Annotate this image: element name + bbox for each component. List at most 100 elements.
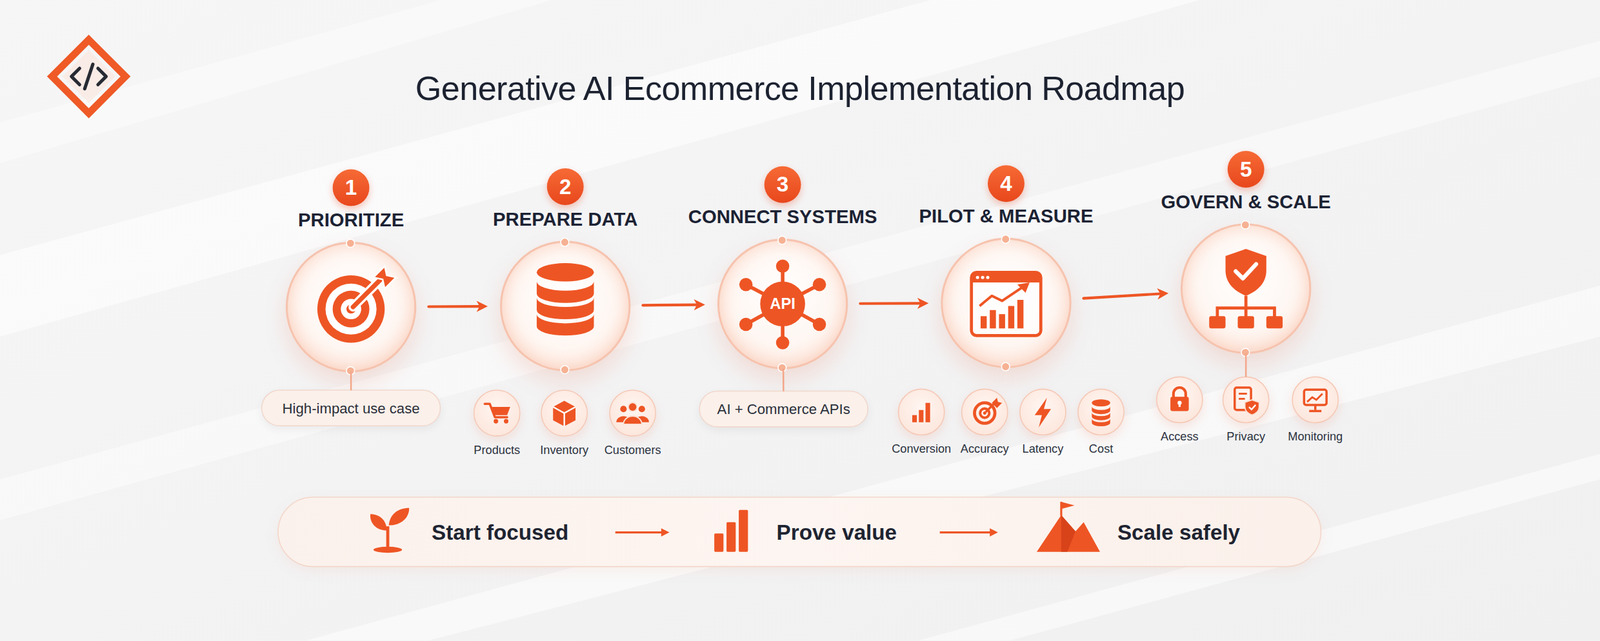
lightning-icon: [1034, 398, 1051, 428]
padlock-icon: [1178, 403, 1181, 408]
sprout-icon: [370, 508, 410, 554]
bars-icon: [912, 403, 931, 423]
database-icon: [536, 298, 595, 320]
bars-icon: [918, 410, 924, 423]
privacy-icon: [1245, 400, 1260, 416]
api-badge: API: [760, 281, 806, 328]
anchor-dot: [560, 238, 570, 248]
dashboard-icon: [998, 314, 1005, 329]
step-heading: PILOT & MEASURE: [919, 203, 1094, 229]
brand-logo: [61, 50, 115, 104]
cost-icon: [1091, 399, 1110, 407]
icon-label: Customers: [604, 441, 662, 459]
cost-icon: [1091, 412, 1110, 421]
monitor-icon: [1314, 405, 1317, 411]
flow-arrow: [860, 298, 929, 310]
icon-label: Inventory: [540, 441, 589, 459]
privacy-icon: [1238, 392, 1248, 395]
step-heading: PREPARE DATA: [492, 207, 638, 232]
api-hub-icon: [739, 278, 753, 292]
governance-icon: [1266, 316, 1283, 329]
anchor-dot: [777, 363, 787, 373]
anchor-dot: [345, 238, 355, 248]
dashboard-icon: [989, 310, 996, 329]
leader-stroke: [782, 369, 785, 391]
detail-icon-circle: Privacy: [1222, 376, 1270, 424]
governance-icon: [1217, 308, 1275, 318]
target-icon: [373, 266, 397, 290]
cube-icon: [552, 401, 576, 428]
padlock-icon: [1173, 387, 1186, 399]
step-circle: 2PREPARE DATA: [500, 240, 631, 371]
dashboard-icon: [1017, 300, 1024, 329]
cube-icon: [563, 413, 565, 428]
database-icon: [536, 314, 595, 336]
cost-icon: [1091, 418, 1110, 427]
arrow-head: [476, 300, 488, 312]
people-icon: [623, 416, 642, 425]
monitor-icon: [1307, 394, 1323, 403]
icon-label: Conversion: [891, 440, 951, 457]
mountain-icon: [1061, 501, 1075, 510]
padlock-icon: [1170, 396, 1189, 411]
api-hub-icon: [739, 318, 753, 332]
governance-icon: [1225, 249, 1267, 297]
cart-icon: [493, 419, 499, 424]
api-hub-icon: [776, 260, 790, 274]
band-arrow: [661, 528, 670, 537]
governance-icon: [1238, 316, 1255, 329]
dashboard-icon: [985, 276, 990, 280]
monitor-icon: [1309, 410, 1322, 413]
brand-logo: [84, 64, 93, 90]
target-icon: [352, 279, 381, 308]
flow-arrow: [1083, 288, 1169, 300]
detail-icon-circle: Customers: [609, 389, 657, 437]
dashboard-icon: [971, 272, 1042, 336]
arrow-head: [1156, 288, 1169, 300]
detail-pill: AI + Commerce APIs: [698, 390, 869, 428]
step-number: 1: [332, 169, 370, 207]
api-hub-icon: [776, 336, 790, 350]
brand-logo: [98, 68, 107, 85]
api-hub-icon: [812, 318, 827, 332]
cart-icon: [484, 403, 511, 424]
icon-label: Latency: [1022, 440, 1064, 457]
step-number: 4: [987, 165, 1025, 202]
dashboard-icon: [976, 276, 980, 280]
band-text: Start focused: [431, 498, 569, 567]
sprout-icon: [389, 508, 410, 526]
database-icon: [536, 263, 595, 336]
arrow-shaft: [642, 303, 697, 308]
dashboard-icon: [971, 272, 1042, 336]
people-icon: [628, 402, 638, 412]
target-icon: [317, 266, 397, 344]
accuracy-icon: [974, 403, 995, 424]
leader-stroke: [1245, 354, 1248, 377]
anchor-dot: [560, 365, 570, 375]
leader-line: [782, 369, 784, 391]
database-icon: [536, 281, 595, 304]
band-arrow: [989, 528, 999, 537]
api-hub-icon: [812, 278, 827, 292]
icon-label: Access: [1160, 428, 1199, 445]
leader-line: [350, 372, 352, 390]
arrow-shaft: [1083, 294, 1160, 299]
governance-icon: [1244, 308, 1248, 318]
arrow-head: [693, 299, 705, 311]
cost-icon: [1091, 406, 1110, 415]
pill-text: AI + Commerce APIs: [700, 391, 868, 427]
diagram-title: Generative AI Ecommerce Implementation R…: [0, 69, 1600, 109]
sprout-icon: [373, 547, 402, 553]
growth-bars-icon: [714, 533, 724, 552]
band-arrow: [615, 528, 999, 537]
database-icon: [536, 263, 595, 282]
pill-text: High-impact use case: [261, 390, 440, 426]
brand-logo: [52, 40, 126, 114]
brand-logo: [71, 68, 80, 85]
brand-logo: [52, 40, 126, 114]
accuracy-icon: [991, 398, 1002, 409]
cart-icon: [490, 407, 511, 416]
people-icon: [616, 402, 650, 425]
anchor-dot: [1240, 220, 1250, 230]
